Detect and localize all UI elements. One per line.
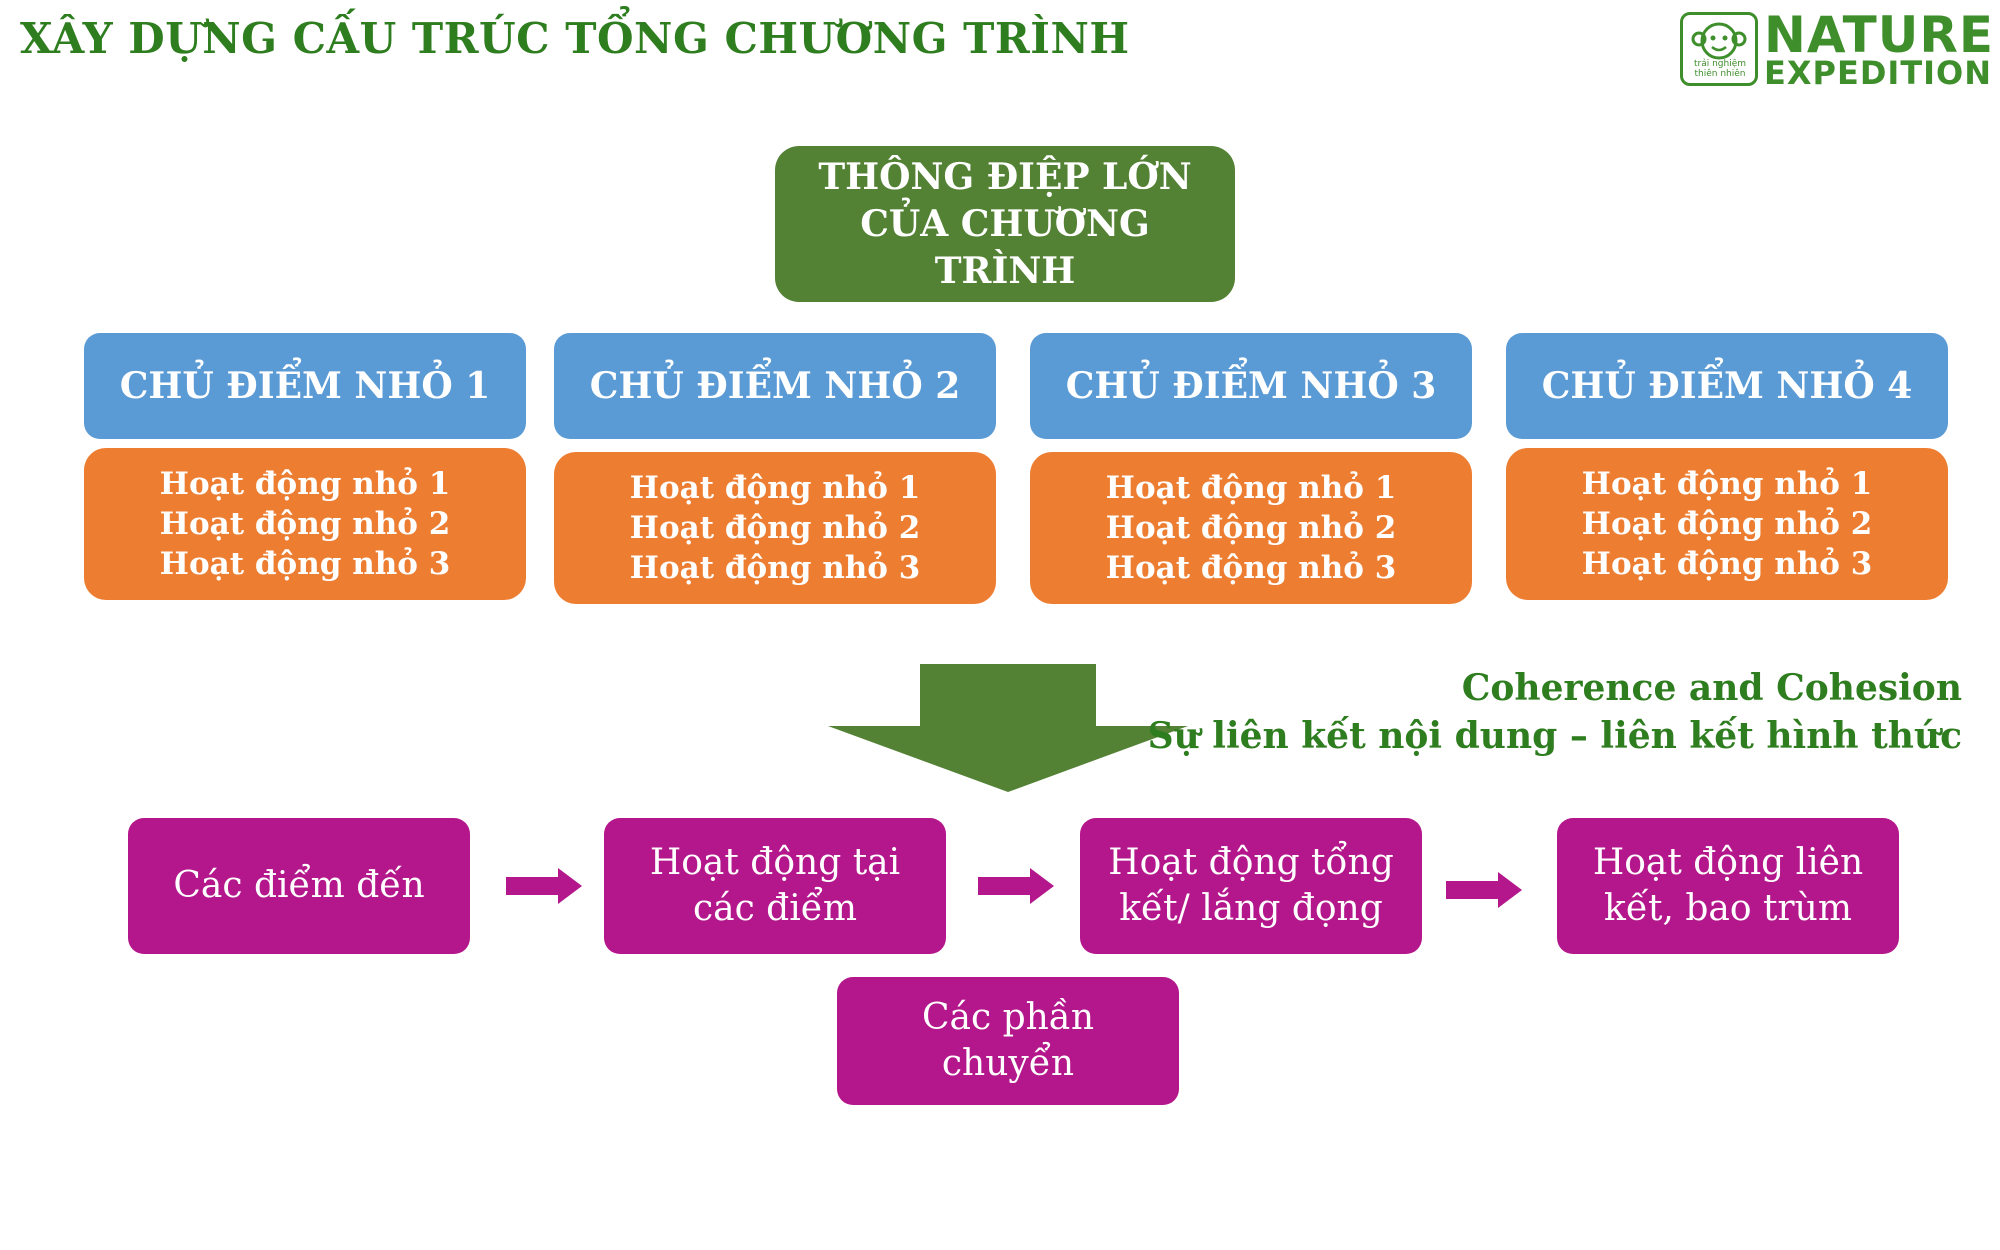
topic-box-4: CHỦ ĐIỂM NHỎ 4 [1506,333,1948,439]
topic-box-3: CHỦ ĐIỂM NHỎ 3 [1030,333,1472,439]
activity-item: Hoạt động nhỏ 1 [159,466,451,502]
activity-item: Hoạt động nhỏ 1 [1581,466,1873,502]
activity-box-1: Hoạt động nhỏ 1 Hoạt động nhỏ 2 Hoạt độn… [84,448,526,600]
transitions-box: Các phần chuyển [837,977,1179,1105]
activity-item: Hoạt động nhỏ 1 [629,470,921,506]
cohesion-line-1: Coherence and Cohesion [1461,667,1962,709]
flow-step-2: Hoạt động tại các điểm [604,818,946,954]
activity-item: Hoạt động nhỏ 2 [1581,506,1873,542]
flow-step-4: Hoạt động liên kết, bao trùm [1557,818,1899,954]
main-message-box: THÔNG ĐIỆP LỚN CỦA CHƯƠNG TRÌNH [775,146,1235,302]
activity-item: Hoạt động nhỏ 2 [629,510,921,546]
right-arrow-icon [978,868,1054,904]
activity-item: Hoạt động nhỏ 3 [159,546,451,582]
activity-item: Hoạt động nhỏ 3 [1581,546,1873,582]
activity-box-3: Hoạt động nhỏ 1 Hoạt động nhỏ 2 Hoạt độn… [1030,452,1472,604]
activity-box-2: Hoạt động nhỏ 1 Hoạt động nhỏ 2 Hoạt độn… [554,452,996,604]
flow-step-3: Hoạt động tổng kết/ lắng đọng [1080,818,1422,954]
topic-box-2: CHỦ ĐIỂM NHỎ 2 [554,333,996,439]
activity-item: Hoạt động nhỏ 3 [629,550,921,586]
flow-step-1: Các điểm đến [128,818,470,954]
page-title: XÂY DỰNG CẤU TRÚC TỔNG CHƯƠNG TRÌNH [20,14,1130,63]
activity-item: Hoạt động nhỏ 1 [1105,470,1397,506]
cohesion-caption: Coherence and Cohesion Sự liên kết nội d… [1148,664,1962,760]
activity-box-4: Hoạt động nhỏ 1 Hoạt động nhỏ 2 Hoạt độn… [1506,448,1948,600]
down-arrow-icon [828,664,1188,792]
monkey-logo-icon: trải nghiệm thiên nhiên [1680,12,1758,86]
logo-tagline: trải nghiệm thiên nhiên [1693,59,1747,79]
logo-name-line2: EXPEDITION [1764,54,1993,92]
nature-expedition-logo: trải nghiệm thiên nhiên NATURE EXPEDITIO… [1680,6,1993,92]
activity-item: Hoạt động nhỏ 2 [159,506,451,542]
right-arrow-icon [1446,872,1522,908]
right-arrow-icon [506,868,582,904]
activity-item: Hoạt động nhỏ 2 [1105,510,1397,546]
logo-name-line1: NATURE [1764,6,1995,64]
topic-box-1: CHỦ ĐIỂM NHỎ 1 [84,333,526,439]
cohesion-line-2: Sự liên kết nội dung – liên kết hình thứ… [1147,715,1962,757]
activity-item: Hoạt động nhỏ 3 [1105,550,1397,586]
